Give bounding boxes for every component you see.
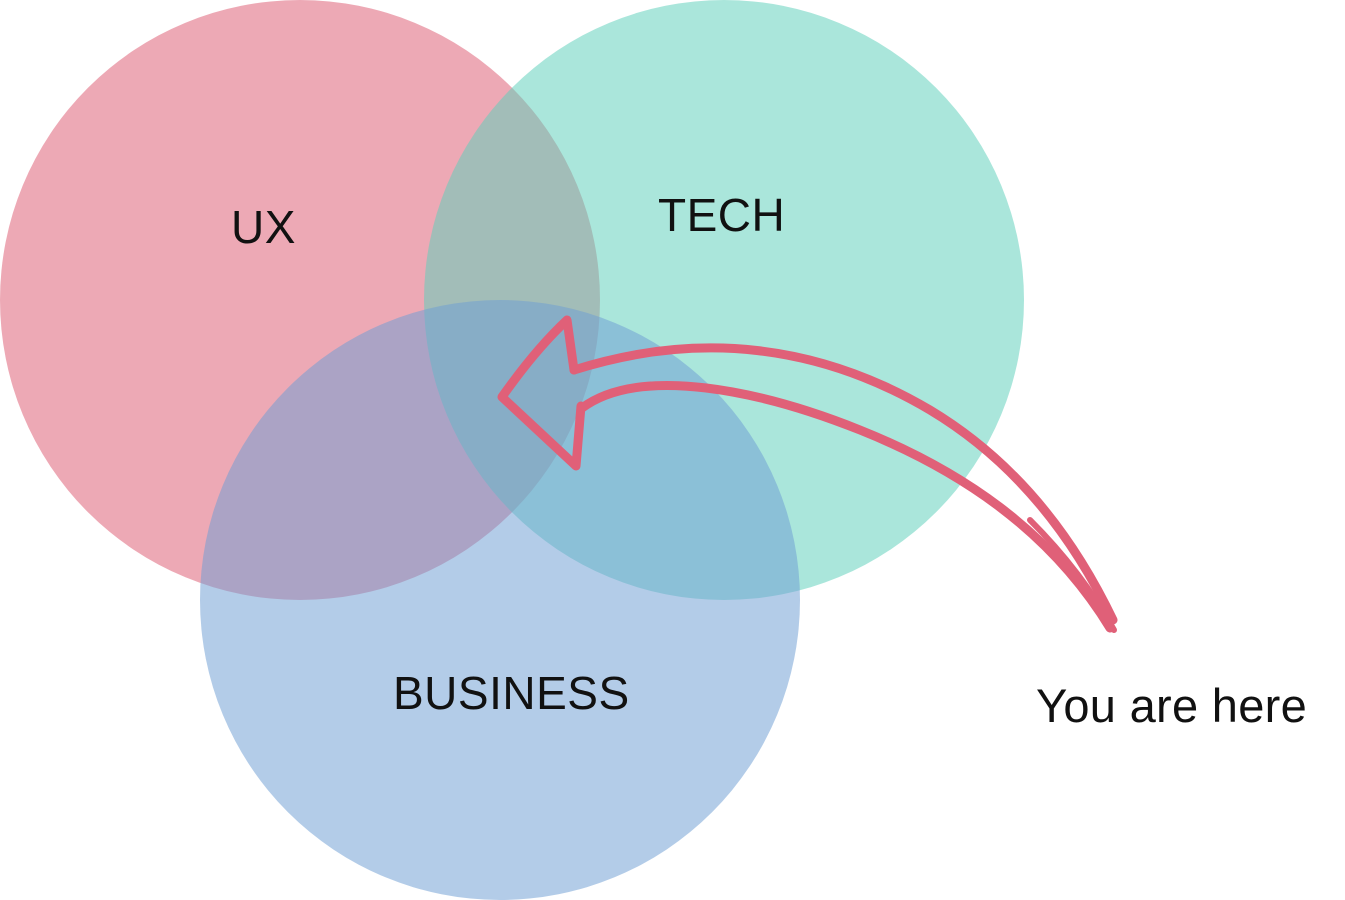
ux-label: UX [231,201,296,253]
you-are-here-arrow-icon [497,315,1118,633]
tech-label: TECH [658,189,786,241]
business-label: BUSINESS [393,667,630,719]
business-circle [200,300,800,900]
you-are-here-label: You are here [1036,679,1308,732]
